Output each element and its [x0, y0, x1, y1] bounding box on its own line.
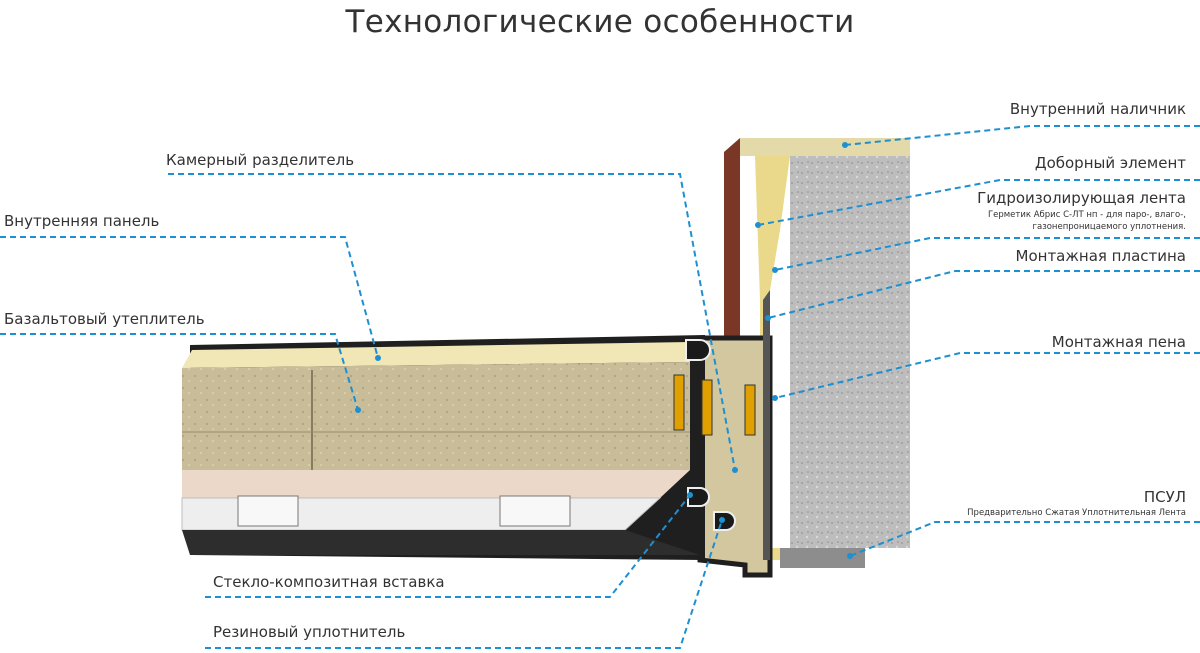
leader-dot-11	[719, 517, 725, 523]
label-waterproof-tape: Гидроизолирующая лента	[977, 189, 1186, 207]
leader-dot-10	[687, 492, 693, 498]
leader-mounting-plate	[767, 270, 1200, 319]
leader-glass-insert	[205, 494, 691, 598]
leader-dot-3	[755, 222, 761, 228]
label-basalt-insulation: Базальтовый утеплитель	[4, 310, 205, 328]
leader-dot-7	[355, 407, 361, 413]
inner-casing-shape	[740, 138, 910, 156]
leader-inner-casing	[844, 125, 1200, 146]
inner-panel-shape	[182, 470, 690, 498]
leader-dot-4	[772, 267, 778, 273]
leader-dot-9	[847, 553, 853, 559]
label-waterproof-note-2: газонепроницаемого уплотнения.	[1032, 222, 1186, 232]
label-psul-note: Предварительно Сжатая Уплотнительная Лен…	[967, 508, 1186, 518]
label-extra-element: Доборный элемент	[1034, 154, 1186, 172]
door-top-foam-strip	[182, 342, 690, 368]
chamber-divider-1	[673, 374, 685, 431]
leader-rubber-seal	[205, 519, 723, 649]
door-bottom-sheet	[182, 530, 700, 555]
leader-extra-element	[757, 179, 1200, 226]
leader-waterproof-tape	[774, 237, 1200, 271]
psul-shape	[780, 548, 865, 568]
leader-basalt	[0, 333, 359, 411]
leader-chamber-divider	[168, 173, 736, 471]
page-title: Технологические особенности	[345, 4, 855, 40]
concrete-wall	[790, 156, 910, 548]
chamber-divider-2	[701, 379, 713, 436]
leader-dot-1	[842, 142, 848, 148]
label-inner-casing: Внутренний наличник	[1009, 100, 1186, 118]
leader-dot-8	[772, 395, 778, 401]
rubber-seal-top	[685, 339, 711, 361]
leader-dot-6	[765, 315, 771, 321]
glass-slot-2	[499, 495, 571, 527]
label-rubber-seal: Резиновый уплотнитель	[213, 623, 406, 641]
leader-inner-panel	[0, 236, 379, 359]
label-mounting-foam: Монтажная пена	[1051, 333, 1186, 351]
leader-psul	[849, 521, 1200, 557]
label-chamber-divider: Камерный разделитель	[166, 151, 355, 169]
label-glass-insert: Стекло-композитная вставка	[213, 573, 445, 591]
label-waterproof-note-1: Герметик Абрис С-ЛТ нп - для паро-, влаг…	[987, 210, 1186, 220]
basalt-insulation-shape	[182, 362, 690, 470]
glass-slot-1	[237, 495, 299, 527]
mounting-plate-shape	[763, 290, 770, 560]
label-psul: ПСУЛ	[1143, 488, 1186, 506]
label-mounting-plate: Монтажная пластина	[1015, 247, 1186, 265]
rubber-seal-mid	[687, 487, 710, 507]
leader-dot-5	[375, 355, 381, 361]
leader-mounting-foam	[774, 352, 1200, 399]
label-inner-panel: Внутренняя панель	[4, 212, 160, 230]
leader-dot-2	[732, 467, 738, 473]
chamber-divider-3	[744, 384, 756, 436]
frame-profile	[697, 335, 773, 578]
